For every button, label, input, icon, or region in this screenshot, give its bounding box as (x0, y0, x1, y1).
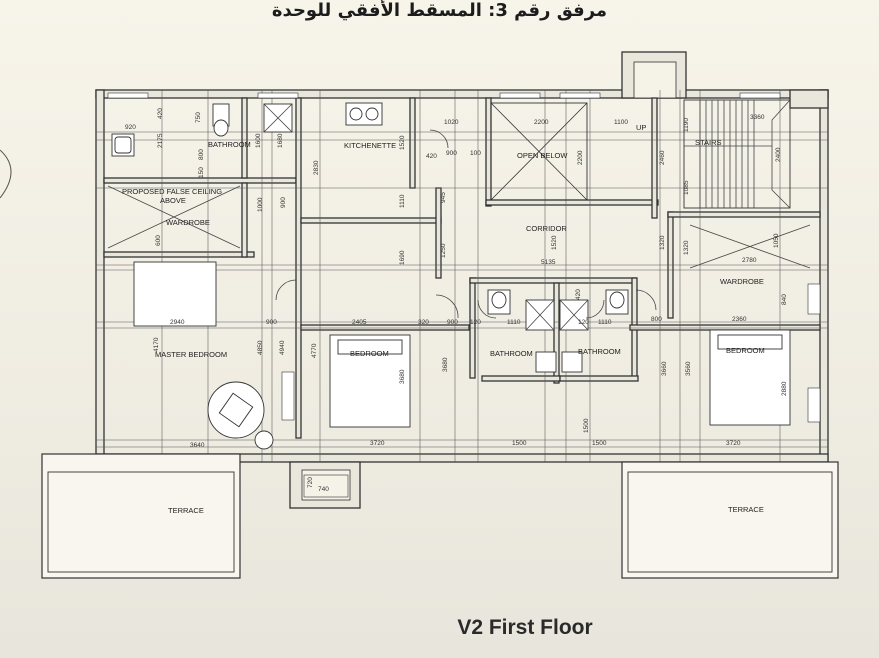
room-labels: BATHROOM KITCHENETTE OPEN BELOW STAIRS U… (122, 123, 765, 515)
dim-label: 3720 (370, 440, 385, 447)
dim-label: 1250 (440, 243, 447, 258)
dim-label: 2200 (577, 150, 584, 165)
dim-label: 4770 (311, 343, 318, 358)
dim-label: 1190 (683, 118, 690, 132)
room-label-wardrobe-left: WARDROBE (166, 218, 210, 227)
dim-label: 2880 (781, 381, 788, 396)
dim-label: 900 (280, 197, 287, 208)
dim-label: 3660 (661, 361, 668, 376)
room-label-wardrobe-right: WARDROBE (720, 277, 764, 286)
dim-label: 900 (266, 319, 277, 326)
dim-label: 120 (470, 319, 481, 326)
dim-label: 1110 (399, 194, 406, 208)
dim-label: 3680 (399, 369, 406, 384)
dim-label: 4170 (153, 337, 160, 352)
room-label-master-bedroom: MASTER BEDROOM (155, 350, 227, 359)
dim-label: 1600 (255, 133, 262, 148)
arabic-title: مرفق رقم 3: المسقط الأفقي للوحدة (271, 0, 608, 21)
dim-label: 420 (157, 108, 164, 119)
room-label-bedroom-mid: BEDROOM (350, 349, 389, 358)
dim-label: 1020 (444, 119, 459, 126)
dim-label: 1320 (659, 235, 666, 250)
dim-label: 3560 (685, 361, 692, 376)
dim-label: 3680 (442, 357, 449, 372)
dim-label: 2940 (170, 319, 185, 326)
dim-label: 100 (470, 150, 481, 157)
dim-label: 1500 (583, 418, 590, 433)
dim-label: 2830 (313, 160, 320, 175)
dimension-labels: 920 420 750 2175 800 150 1600 1680 2830 … (125, 108, 788, 493)
room-label-false-ceiling-above: ABOVE (160, 196, 186, 205)
dim-label: 1050 (773, 233, 780, 248)
dim-label: 920 (125, 124, 136, 131)
room-label-bedroom-right: BEDROOM (726, 346, 765, 355)
room-label-terrace-left: TERRACE (168, 506, 204, 515)
false-ceiling-area (107, 185, 241, 249)
dim-label: 320 (418, 319, 429, 326)
open-below-area (490, 102, 588, 201)
dim-label: 5135 (541, 259, 556, 266)
room-label-bathroom-mid-left: BATHROOM (490, 349, 533, 358)
room-label-corridor: CORRIDOR (526, 224, 567, 233)
dim-label: 3720 (726, 440, 741, 447)
dim-label: 945 (440, 192, 447, 203)
dim-label: 800 (198, 149, 205, 160)
dim-label: 900 (446, 150, 457, 157)
room-label-up: UP (636, 123, 646, 132)
dim-label: 420 (426, 153, 437, 160)
dim-label: 900 (447, 319, 458, 326)
fixtures (111, 102, 629, 373)
dim-label: 740 (318, 486, 329, 493)
edge-circle-fragment (0, 149, 12, 199)
wardrobe-right-hatch (689, 224, 811, 269)
dim-label: 2360 (732, 316, 747, 323)
dim-label: 3360 (750, 114, 765, 121)
dim-label: 2405 (352, 319, 367, 326)
room-label-open-below: OPEN BELOW (517, 151, 568, 160)
dim-label: 3640 (190, 442, 205, 449)
dim-label: 1320 (683, 240, 690, 255)
plan-title: V2 First Floor (457, 616, 593, 639)
dim-label: 120 (578, 319, 589, 326)
dim-label: 800 (651, 316, 662, 323)
dim-label: 840 (781, 294, 788, 305)
dim-label: 1110 (507, 319, 521, 326)
room-label-false-ceiling: PROPOSED FALSE CEILING (122, 187, 222, 196)
dim-label: 600 (155, 235, 162, 246)
dim-label: 150 (198, 167, 205, 178)
dim-label: 1520 (399, 135, 406, 150)
dim-label: 2780 (742, 257, 757, 264)
dim-label: 2400 (775, 147, 782, 162)
dim-label: 1110 (598, 319, 612, 326)
dim-label: 4850 (257, 340, 264, 355)
dim-label: 1520 (551, 235, 558, 250)
dim-label: 750 (195, 112, 202, 123)
stairs (683, 99, 791, 209)
windows (107, 92, 821, 423)
dim-label: 1000 (257, 197, 264, 212)
dim-label: 1680 (277, 133, 284, 148)
dim-label: 1100 (614, 119, 628, 126)
room-label-bathroom-mid-right: BATHROOM (578, 347, 621, 356)
dim-label: 2175 (157, 133, 164, 148)
room-label-terrace-right: TERRACE (728, 505, 764, 514)
dim-label: 1500 (592, 440, 607, 447)
dim-label: 1500 (512, 440, 527, 447)
room-label-bathroom-top: BATHROOM (208, 140, 251, 149)
dim-label: 1690 (399, 250, 406, 265)
dim-label: 420 (575, 289, 582, 300)
dim-label: 720 (307, 477, 314, 488)
dim-label: 2200 (534, 119, 549, 126)
beds (133, 261, 791, 450)
door-swings (275, 129, 657, 319)
room-label-kitchenette: KITCHENETTE (344, 141, 396, 150)
room-label-stairs: STAIRS (695, 138, 722, 147)
terraces (41, 453, 839, 579)
dimension-grid (96, 90, 828, 462)
dim-label: 4940 (279, 340, 286, 355)
dim-label: 2460 (659, 150, 666, 165)
dim-label: 1085 (683, 180, 690, 195)
